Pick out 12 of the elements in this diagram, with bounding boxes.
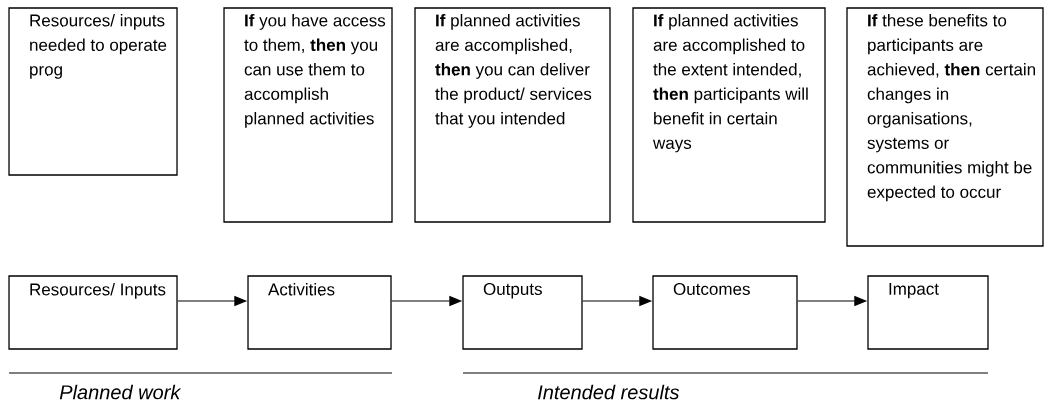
text-box: If these benefits to participants are achieved, then certain changes in organisations, systems or communities might be expected to occur — [846, 7, 1044, 247]
text-box: If planned activities are accomplished to the extent intended, then participants will benefit in certain ways — [632, 7, 826, 223]
caption-text: Intended results — [538, 384, 680, 400]
process-box: Outcomes — [652, 275, 798, 350]
process-box: Impact — [867, 275, 989, 350]
text-box: Resources/ inputs needed to operate prog — [8, 7, 178, 176]
process-box: Outputs — [462, 275, 583, 350]
text-box: If planned activities are accomplished, then you can deliver the product/ services that you intended — [414, 7, 611, 223]
process-box: Activities — [247, 275, 392, 350]
process-box: Resources/ Inputs — [8, 275, 178, 350]
caption-text: Planned work — [59, 384, 182, 400]
text-box: If you have access to them, then you can use them to accomplish planned activities — [223, 7, 393, 223]
